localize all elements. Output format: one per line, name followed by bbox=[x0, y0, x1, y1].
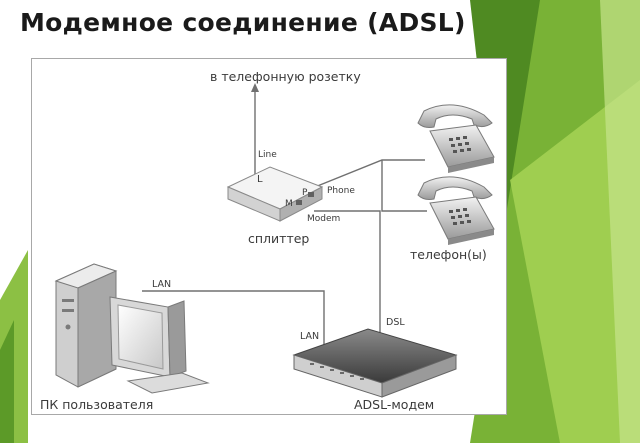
dsl-label: DSL bbox=[386, 317, 405, 328]
lan-modem-label: LAN bbox=[300, 331, 319, 342]
phone-port-label: Phone bbox=[327, 186, 355, 196]
line-label: Line bbox=[258, 150, 277, 160]
bg-shape-left-dark bbox=[0, 320, 14, 443]
splitter-port-p: P bbox=[302, 188, 308, 198]
wire-arrow-up bbox=[251, 83, 259, 92]
modem-label: ADSL-модем bbox=[354, 397, 434, 412]
splitter-icon bbox=[226, 166, 324, 222]
splitter-label: сплиттер bbox=[248, 231, 309, 246]
phones-label: телефон(ы) bbox=[410, 247, 487, 262]
bg-shape-pale bbox=[600, 0, 640, 443]
modem-port-label: Modem bbox=[307, 214, 340, 224]
socket-label: в телефонную розетку bbox=[210, 69, 361, 84]
wire-lan bbox=[142, 290, 325, 347]
slide-title: Модемное соединение (ADSL) bbox=[20, 8, 466, 37]
diagram-panel: в телефонную розетку Line Phone Modem LA… bbox=[31, 58, 507, 415]
wire-modem-dsl bbox=[314, 210, 381, 349]
telephone-icon bbox=[417, 176, 495, 245]
pc-screen bbox=[117, 304, 164, 370]
bg-shape-light bbox=[510, 80, 640, 443]
wire-phone-1 bbox=[309, 159, 425, 190]
wires bbox=[142, 83, 427, 349]
pc-label: ПК пользователя bbox=[40, 397, 153, 412]
pc-keyboard bbox=[126, 372, 210, 394]
telephone-icon bbox=[417, 104, 495, 173]
computer-icon bbox=[54, 263, 210, 394]
splitter-port-l: L bbox=[257, 174, 263, 185]
lan-top-label: LAN bbox=[152, 279, 171, 290]
adsl-modem-icon bbox=[292, 328, 458, 398]
adsl-connection-diagram: в телефонную розетку Line Phone Modem LA… bbox=[40, 69, 495, 412]
wire-phone-2 bbox=[381, 160, 427, 212]
splitter-port-m: M bbox=[285, 199, 293, 209]
